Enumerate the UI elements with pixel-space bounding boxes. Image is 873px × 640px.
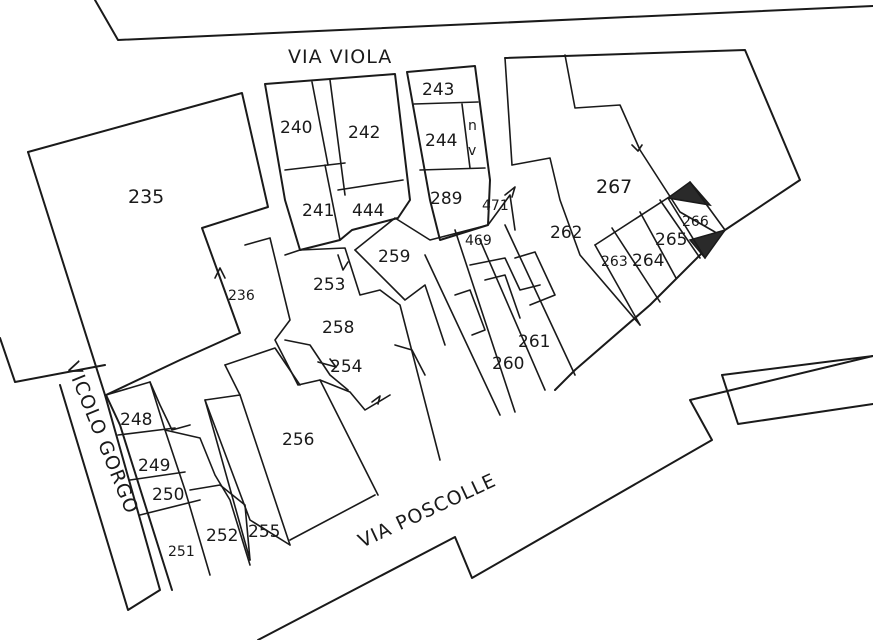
- parcel-262: 262: [550, 223, 582, 243]
- parcel-248: 248: [120, 410, 152, 430]
- parcel-260: 260: [492, 354, 524, 374]
- parcel-235: 235: [128, 186, 164, 208]
- parcel-256: 256: [282, 430, 314, 450]
- parcel-line: [504, 224, 576, 376]
- parcel-line: [454, 289, 486, 336]
- street-label-via-poscolle: VIA POSCOLLE: [355, 469, 500, 552]
- parcel-267: 267: [596, 176, 632, 198]
- parcel-263: 263: [601, 254, 628, 270]
- parcel-254: 254: [330, 357, 362, 377]
- parcel-259: 259: [378, 247, 410, 267]
- parcel-253: 253: [313, 275, 345, 295]
- parcel-line: [564, 54, 716, 233]
- parcel-line: [594, 189, 681, 246]
- parcel-255: 255: [248, 522, 280, 542]
- parcel-line: [204, 399, 251, 561]
- parcel-line: [689, 181, 726, 231]
- parcel-line: [514, 251, 556, 306]
- parcel-line: [419, 167, 486, 171]
- street-label-via-viola: VIA VIOLA: [288, 46, 392, 68]
- parcel-line: [394, 344, 426, 376]
- parcel-252: 252: [206, 526, 238, 546]
- parcel-250: 250: [152, 485, 184, 505]
- parcel-line: [319, 379, 379, 496]
- parcel-line: [284, 162, 346, 171]
- parcel-261: 261: [518, 332, 550, 352]
- parcel-line: [284, 247, 441, 461]
- parcel-240: 240: [280, 118, 312, 138]
- parcel-265: 265: [655, 230, 687, 250]
- parcel-line: [239, 394, 291, 546]
- parcel-line: [224, 347, 301, 386]
- parcel-line: [511, 157, 641, 326]
- parcel-line: [284, 339, 349, 391]
- mark-n: n: [468, 118, 477, 134]
- street-edge-east: [721, 374, 873, 425]
- parcel-line: [504, 57, 513, 166]
- block-west-left-edge: [27, 151, 106, 396]
- street-edge-north: [94, 0, 873, 41]
- parcel-249: 249: [138, 456, 170, 476]
- street-edge-west-2: [59, 384, 161, 611]
- parcel-line: [454, 229, 516, 413]
- parcel-line: [611, 227, 661, 303]
- arrow-mark: [337, 254, 349, 271]
- parcel-line: [189, 484, 251, 561]
- parcel-line: [149, 381, 211, 576]
- dark-fill-a: [666, 180, 712, 207]
- parcel-line: [639, 211, 677, 279]
- parcel-line: [424, 254, 501, 416]
- parcel-line: [289, 494, 376, 541]
- parcel-line: [164, 429, 251, 566]
- parcel-444: 444: [352, 201, 384, 221]
- parcel-242: 242: [348, 123, 380, 143]
- parcel-244: 244: [425, 131, 457, 151]
- parcel-line: [105, 381, 191, 431]
- parcel-line: [667, 197, 706, 259]
- street-edge-south: [257, 355, 873, 640]
- parcel-264: 264: [632, 251, 664, 271]
- parcel-line: [311, 81, 329, 166]
- parcel-line: [204, 364, 291, 546]
- parcel-line: [479, 239, 546, 391]
- parcel-line: [329, 79, 346, 196]
- arrow-mark: [504, 186, 516, 198]
- parcel-289: 289: [430, 189, 462, 209]
- street-edge-west: [0, 337, 106, 383]
- parcel-line: [129, 471, 186, 481]
- block-240-outline: [264, 73, 411, 251]
- parcel-line: [354, 249, 446, 346]
- parcel-line: [594, 244, 641, 326]
- parcel-469: 469: [465, 233, 492, 249]
- street-edge-east-2: [721, 355, 873, 376]
- parcel-line: [354, 194, 516, 251]
- arrow-mark: [214, 267, 226, 279]
- parcel-258: 258: [322, 318, 354, 338]
- block-west-outline: [27, 92, 269, 591]
- parcel-line: [469, 257, 541, 291]
- parcel-471: 471: [482, 198, 509, 214]
- arrow-mark: [631, 144, 643, 152]
- parcel-266: 266: [682, 214, 709, 230]
- dark-fill-b: [688, 228, 727, 260]
- parcel-line: [461, 103, 471, 169]
- arrow-mark: [371, 395, 381, 405]
- parcel-line: [244, 237, 391, 411]
- parcel-line: [337, 179, 404, 191]
- parcel-243: 243: [422, 80, 454, 100]
- arrow-mark: [317, 358, 337, 368]
- parcel-line: [139, 499, 201, 516]
- mark-v: v: [468, 143, 476, 159]
- parcel-line: [324, 164, 341, 241]
- parcel-241: 241: [302, 201, 334, 221]
- parcel-line: [484, 274, 521, 319]
- parcel-236: 236: [228, 288, 255, 304]
- parcel-251: 251: [168, 544, 195, 560]
- parcel-line: [413, 101, 479, 105]
- parcel-line: [659, 199, 701, 259]
